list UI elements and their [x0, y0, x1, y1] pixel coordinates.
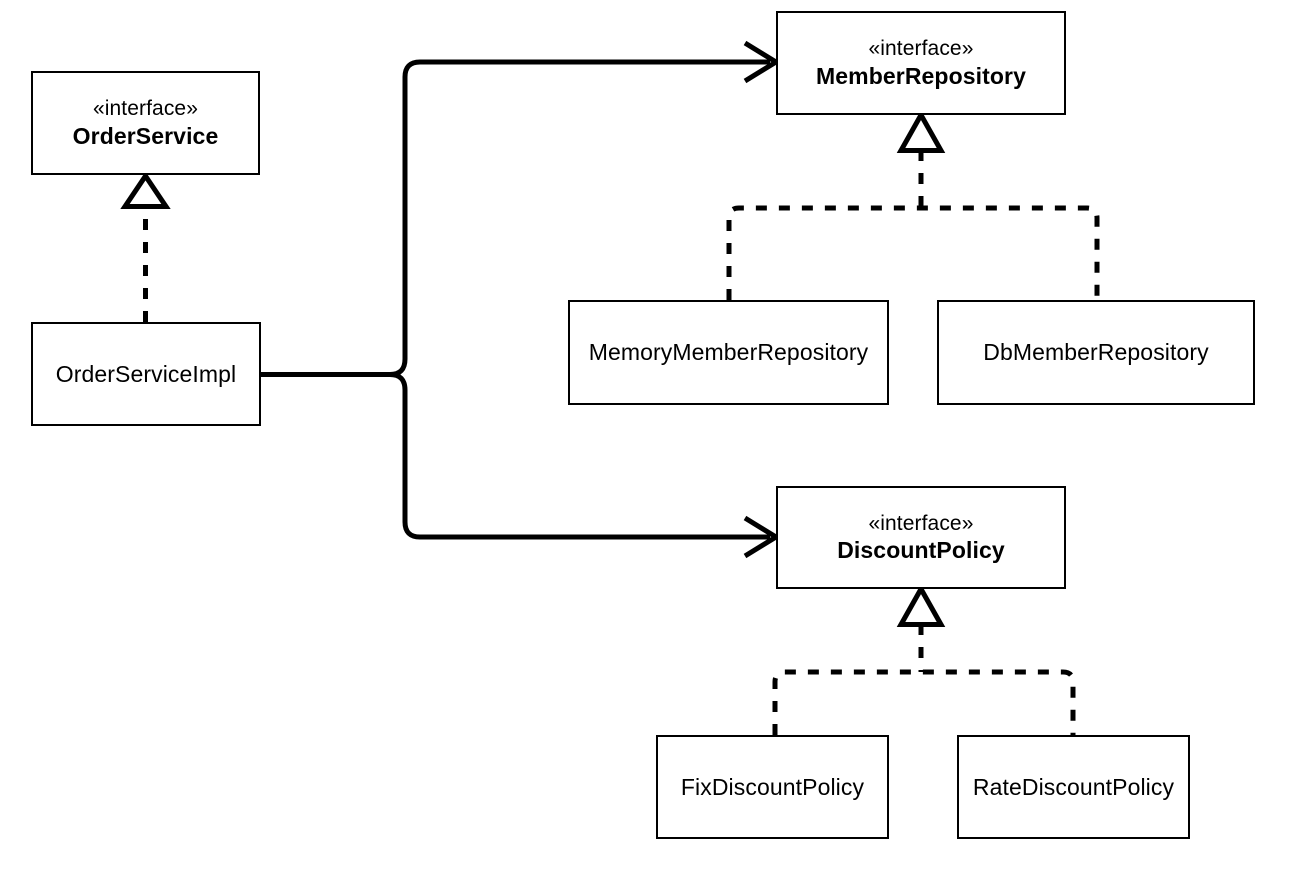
hollow-triangle-icon [896, 583, 946, 627]
class-name-label: OrderService [72, 122, 219, 149]
uml-node-order-service-impl[interactable]: OrderServiceImpl [31, 322, 261, 426]
class-name-label: RateDiscountPolicy [972, 773, 1175, 800]
stereotype-label: «interface» [868, 511, 974, 535]
class-name-label: MemberRepository [816, 62, 1026, 89]
edge-policies-realize-discount-policy [772, 583, 1076, 735]
class-name-label: OrderServiceImpl [55, 360, 237, 387]
class-name-label: FixDiscountPolicy [680, 773, 865, 800]
uml-node-db-member-repository[interactable]: DbMemberRepository [937, 300, 1255, 405]
uml-node-member-repository[interactable]: «interface» MemberRepository [776, 11, 1066, 115]
stereotype-label: «interface» [868, 37, 974, 61]
stereotype-label: «interface» [92, 97, 198, 121]
open-arrow-icon [743, 40, 781, 84]
uml-node-memory-member-repository[interactable]: MemoryMemberRepository [568, 300, 889, 405]
class-name-label: DbMemberRepository [983, 339, 1209, 366]
uml-node-order-service[interactable]: «interface» OrderService [31, 71, 260, 175]
hollow-triangle-icon [120, 171, 171, 209]
class-name-label: MemoryMemberRepository [588, 339, 869, 366]
edge-repositories-realize-member-repository [726, 109, 1100, 300]
hollow-triangle-icon [896, 109, 946, 153]
uml-node-discount-policy[interactable]: «interface» DiscountPolicy [776, 486, 1066, 589]
uml-node-rate-discount-policy[interactable]: RateDiscountPolicy [957, 735, 1190, 839]
edge-impl-realizes-order-service [120, 171, 171, 322]
dashed-fork [772, 669, 1076, 735]
class-name-label: DiscountPolicy [837, 537, 1005, 564]
uml-node-fix-discount-policy[interactable]: FixDiscountPolicy [656, 735, 889, 839]
open-arrow-icon [743, 515, 781, 559]
dashed-fork [726, 205, 1100, 300]
